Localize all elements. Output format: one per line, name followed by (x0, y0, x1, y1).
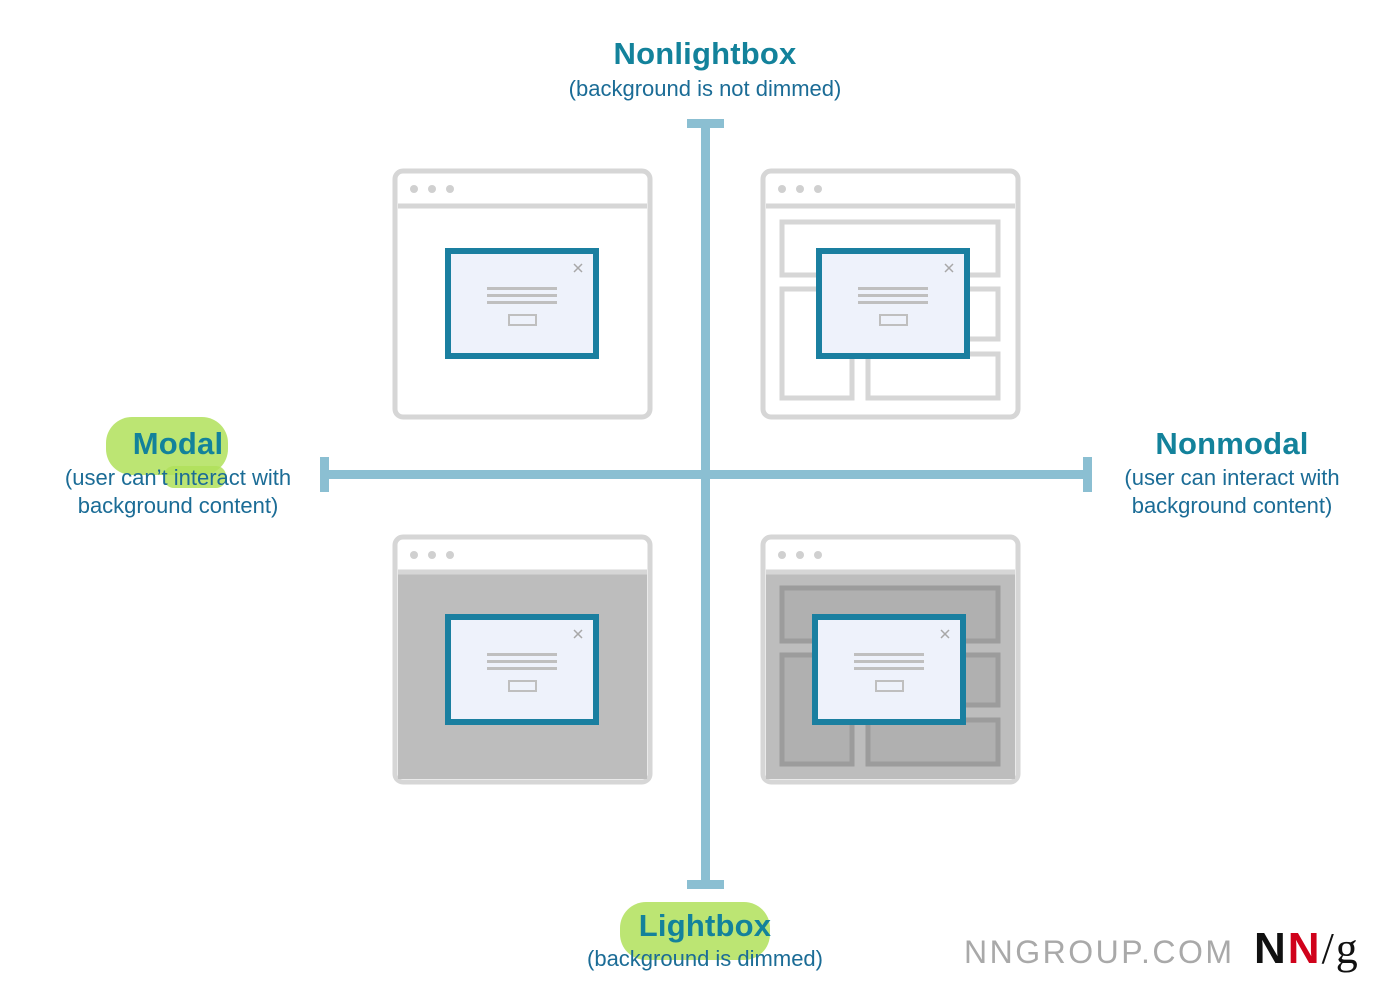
dialog-text-lines (854, 653, 924, 670)
logo-letter-n-red: N (1287, 924, 1320, 973)
quadrant-modal-nonlightbox (392, 168, 653, 420)
quadrant-modal-lightbox (392, 534, 653, 785)
left-axis-subtitle-line1: (user can’t interact with (64, 465, 292, 490)
dialog-text-lines (858, 287, 928, 304)
bottom-axis-subtitle: (background is dimmed) (587, 946, 823, 971)
logo-letter-n: N (1254, 924, 1286, 973)
window-dots-icon (778, 185, 822, 193)
horizontal-axis (320, 457, 1092, 492)
dialog-button (508, 680, 537, 692)
dialog-button (508, 314, 537, 326)
right-axis-title: Nonmodal (1155, 426, 1309, 461)
quadrant-nonmodal-nonlightbox (760, 168, 1021, 420)
quadrant-nonmodal-lightbox (760, 534, 1021, 785)
dialog-button (879, 314, 908, 326)
nng-logo: NN/g (1254, 924, 1358, 974)
dialog-text-lines (487, 653, 557, 670)
window-dots-icon (778, 551, 822, 559)
lightbox-highlight (620, 902, 770, 960)
dialog-text-lines (487, 287, 557, 304)
logo-slash: / (1321, 924, 1334, 973)
left-axis-title: Modal (132, 426, 224, 461)
modal-highlight (106, 417, 228, 475)
logo-letter-g: g (1335, 924, 1358, 973)
close-icon (944, 263, 954, 273)
close-icon (940, 629, 950, 639)
dialog (816, 248, 970, 359)
top-axis-title: Nonlightbox (613, 36, 797, 71)
modal-subtitle-highlight (164, 466, 226, 488)
dialog (445, 248, 599, 359)
dialog (812, 614, 966, 725)
vertical-axis (687, 119, 724, 889)
right-axis-subtitle-line2: background content) (1131, 493, 1333, 518)
bottom-axis-title: Lightbox (638, 908, 772, 943)
window-dots-icon (410, 551, 454, 559)
dialog (445, 614, 599, 725)
top-axis-subtitle: (background is not dimmed) (568, 76, 842, 101)
close-icon (573, 263, 583, 273)
right-axis-subtitle-line1: (user can interact with (1124, 465, 1340, 490)
left-axis-subtitle-line2: background content) (77, 493, 279, 518)
close-icon (573, 629, 583, 639)
window-dots-icon (410, 185, 454, 193)
nngroup-site-link[interactable]: NNGROUP.COM (964, 934, 1235, 970)
dialog-button (875, 680, 904, 692)
